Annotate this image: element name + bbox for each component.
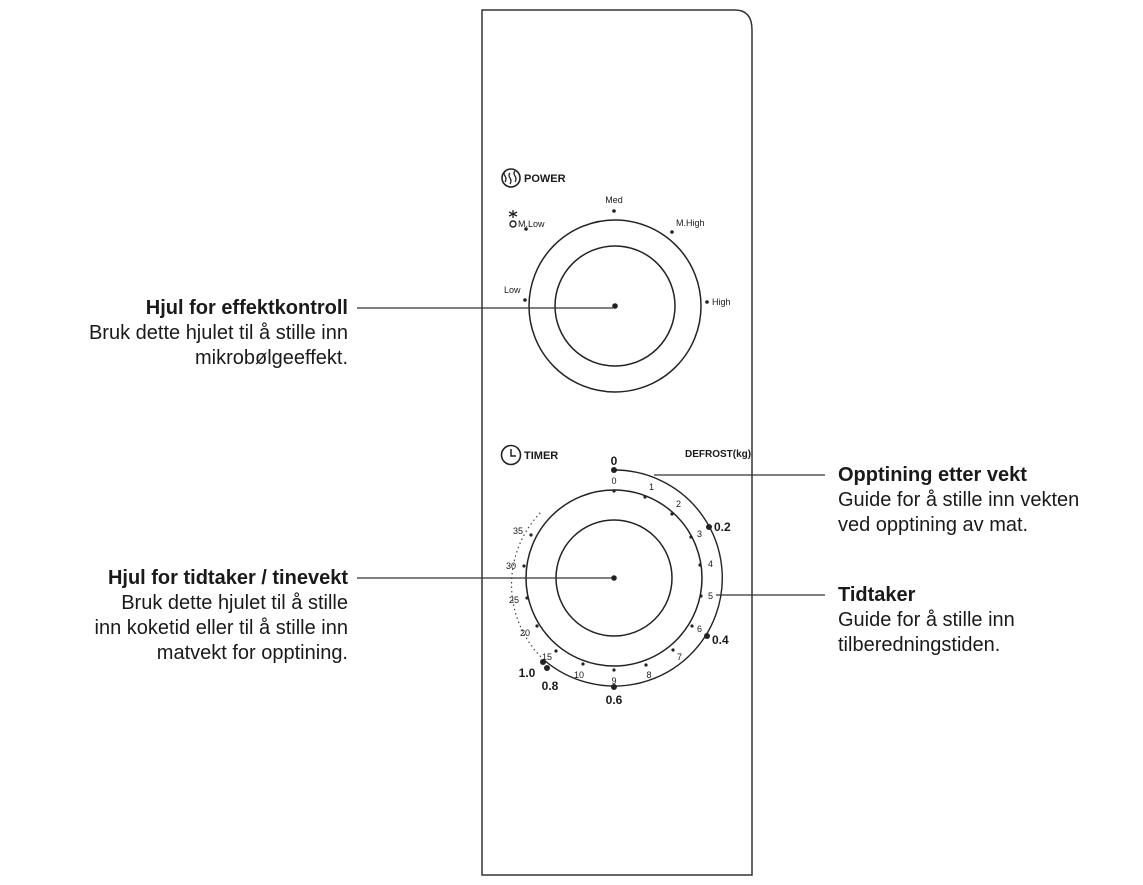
timer-guide-callout-desc-1: Guide for å stille inn	[838, 609, 1015, 631]
minute-mark-20: 20	[520, 628, 530, 638]
minute-mark-6: 6	[697, 624, 702, 634]
weight-mark-0-8: 0.8	[542, 679, 559, 693]
minute-mark-9: 9	[611, 676, 616, 686]
defrost-heading-label: DEFROST(kg)	[685, 449, 751, 460]
power-wheel-callout: Hjul for effektkontroll Bruk dette hjule…	[0, 296, 348, 371]
minute-mark-15: 15	[542, 652, 552, 662]
power-wheel-callout-desc-2: mikrobølgeeffekt.	[194, 347, 348, 369]
power-level-low: Low	[504, 285, 521, 295]
power-level-m-high: M.High	[676, 218, 705, 228]
minute-mark-7: 7	[677, 652, 682, 662]
power-heading-label: POWER	[524, 173, 566, 185]
snowflake-drop-icon	[508, 210, 518, 228]
weight-mark-0: 0	[611, 454, 618, 468]
power-wheel-callout-title: Hjul for effektkontroll	[145, 297, 348, 319]
defrost-weight-callout-title: Opptining etter vekt	[838, 464, 1027, 486]
minute-mark-10: 10	[574, 670, 584, 680]
timer-heading-label: TIMER	[524, 450, 558, 462]
timer-wheel-callout-desc-2: inn koketid eller til å stille inn	[94, 617, 348, 639]
weight-mark-0-6: 0.6	[606, 693, 623, 707]
timer-guide-callout: Tidtaker Guide for å stille inn tilbered…	[838, 583, 1138, 658]
power-level-m-low: M.Low	[518, 219, 545, 229]
control-panel-outline	[481, 9, 753, 876]
minute-mark-0: 0	[611, 476, 616, 486]
weight-mark-0-4: 0.4	[712, 633, 729, 647]
defrost-weight-arc	[543, 469, 723, 687]
microwave-waves-icon	[501, 168, 521, 188]
defrost-weight-callout-desc-1: Guide for å stille inn vekten	[838, 489, 1080, 511]
minute-mark-4: 4	[708, 559, 713, 569]
timer-wheel-callout: Hjul for tidtaker / tinevekt Bruk dette …	[0, 566, 348, 666]
minute-mark-1: 1	[649, 482, 654, 492]
minute-mark-30: 30	[506, 561, 516, 571]
power-wheel-callout-desc-1: Bruk dette hjulet til å stille inn	[88, 322, 348, 344]
timer-wheel-callout-desc-1: Bruk dette hjulet til å stille	[121, 592, 348, 614]
timer-minute-marks: 0 1 2 3 4 5 6 7 8 9 10 15 20 25 30 35	[506, 476, 713, 686]
timer-heading: TIMER	[500, 444, 558, 466]
timer-wheel-callout-desc-3: matvekt for opptining.	[156, 642, 348, 664]
minute-mark-25: 25	[509, 595, 519, 605]
power-control-wheel[interactable]	[528, 219, 702, 393]
power-level-med: Med	[605, 195, 623, 205]
timer-defrost-wheel[interactable]	[525, 489, 703, 667]
minute-mark-5: 5	[708, 591, 713, 601]
power-level-marks: Low M.Low Med M.High High	[504, 195, 731, 307]
minute-mark-3: 3	[697, 529, 702, 539]
timer-guide-callout-desc-2: tilberedningstiden.	[838, 634, 1001, 656]
timer-wheel-callout-title: Hjul for tidtaker / tinevekt	[107, 567, 348, 589]
minute-mark-35: 35	[513, 526, 523, 536]
power-heading: POWER	[501, 168, 566, 188]
timer-guide-callout-title: Tidtaker	[838, 584, 916, 606]
minute-mark-8: 8	[646, 670, 651, 680]
defrost-weight-marks: 0 0.2 0.4 0.6 0.8 1.0	[519, 454, 731, 707]
clock-icon	[500, 444, 522, 466]
timer-dotted-arc	[510, 511, 545, 661]
defrost-weight-callout-desc-2: ved opptining av mat.	[838, 514, 1029, 536]
weight-mark-1-0: 1.0	[519, 666, 536, 680]
power-level-high: High	[712, 297, 731, 307]
defrost-weight-callout: Opptining etter vekt Guide for å stille …	[838, 463, 1138, 538]
weight-mark-0-2: 0.2	[714, 520, 731, 534]
minute-mark-2: 2	[676, 499, 681, 509]
